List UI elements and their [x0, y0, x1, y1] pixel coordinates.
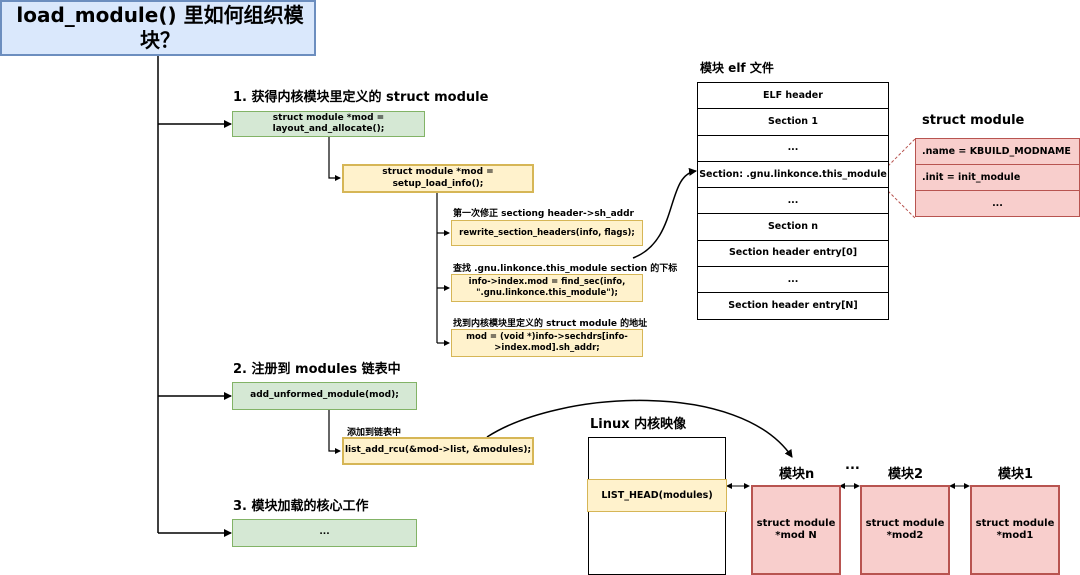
module-2-ptr: *mod2: [886, 530, 924, 541]
elf-row: Section n: [697, 213, 889, 241]
list-head-box: LIST_HEAD(modules): [587, 479, 727, 512]
module-1-box: struct module *mod1: [970, 485, 1060, 575]
elf-row: ELF header: [697, 82, 889, 110]
module-2-label: 模块2: [888, 467, 924, 482]
elf-row: Section header entry[0]: [697, 239, 889, 268]
modules-ellipsis: ...: [845, 458, 860, 473]
find-sec-note: 查找 .gnu.linkonce.this_module section 的下标: [453, 264, 678, 274]
elf-row: Section: .gnu.linkonce.this_module: [697, 160, 889, 189]
elf-row: Section header entry[N]: [697, 292, 889, 320]
layout-and-allocate-box: struct module *mod = layout_and_allocate…: [232, 111, 425, 137]
elf-heading: 模块 elf 文件: [700, 61, 774, 75]
elf-row: ...: [697, 134, 889, 162]
module-2-box: struct module *mod2: [860, 485, 950, 575]
list-add-rcu-box: list_add_rcu(&mod->list, &modules);: [342, 437, 534, 465]
module-2-type: struct module: [865, 517, 945, 529]
kernel-image-heading: Linux 内核映像: [590, 417, 687, 432]
find-sec-box: info->index.mod = find_sec(info, ".gnu.l…: [451, 274, 643, 302]
module-addr-note: 找到内核模块里定义的 struct module 的地址: [453, 319, 648, 329]
elf-row: ...: [697, 187, 889, 215]
module-1-label: 模块1: [998, 467, 1034, 482]
module-n-box: struct module *mod N: [751, 485, 841, 575]
struct-module-heading: struct module: [922, 113, 1025, 128]
elf-row: Section 1: [697, 108, 889, 136]
step2-heading: 2. 注册到 modules 链表中: [233, 362, 401, 377]
step1-heading: 1. 获得内核模块里定义的 struct module: [233, 90, 489, 105]
module-n-label: 模块n: [779, 467, 815, 482]
add-unformed-module-box: add_unformed_module(mod);: [232, 382, 417, 410]
core-work-box: ...: [232, 519, 417, 547]
step3-heading: 3. 模块加载的核心工作: [233, 499, 369, 514]
module-1-type: struct module: [975, 517, 1055, 529]
elf-row: ...: [697, 266, 889, 294]
struct-field: .init = init_module: [915, 164, 1080, 191]
module-n-type: struct module: [756, 517, 836, 529]
diagram-title: load_module() 里如何组织模块？: [0, 0, 316, 56]
module-n-ptr: *mod N: [775, 530, 817, 541]
module-1-ptr: *mod1: [996, 530, 1034, 541]
rewrite-note: 第一次修正 sectiong header->sh_addr: [453, 209, 634, 219]
rewrite-section-headers-box: rewrite_section_headers(info, flags);: [451, 220, 643, 246]
struct-field: .name = KBUILD_MODNAME: [915, 138, 1080, 165]
struct-module-fields: .name = KBUILD_MODNAME.init = init_modul…: [915, 138, 1080, 217]
list-add-note: 添加到链表中: [347, 428, 402, 438]
module-addr-box: mod = (void *)info->sechdrs[info->index.…: [451, 329, 643, 357]
setup-load-info-box: struct module *mod = setup_load_info();: [342, 164, 534, 193]
struct-field: ...: [915, 190, 1080, 217]
